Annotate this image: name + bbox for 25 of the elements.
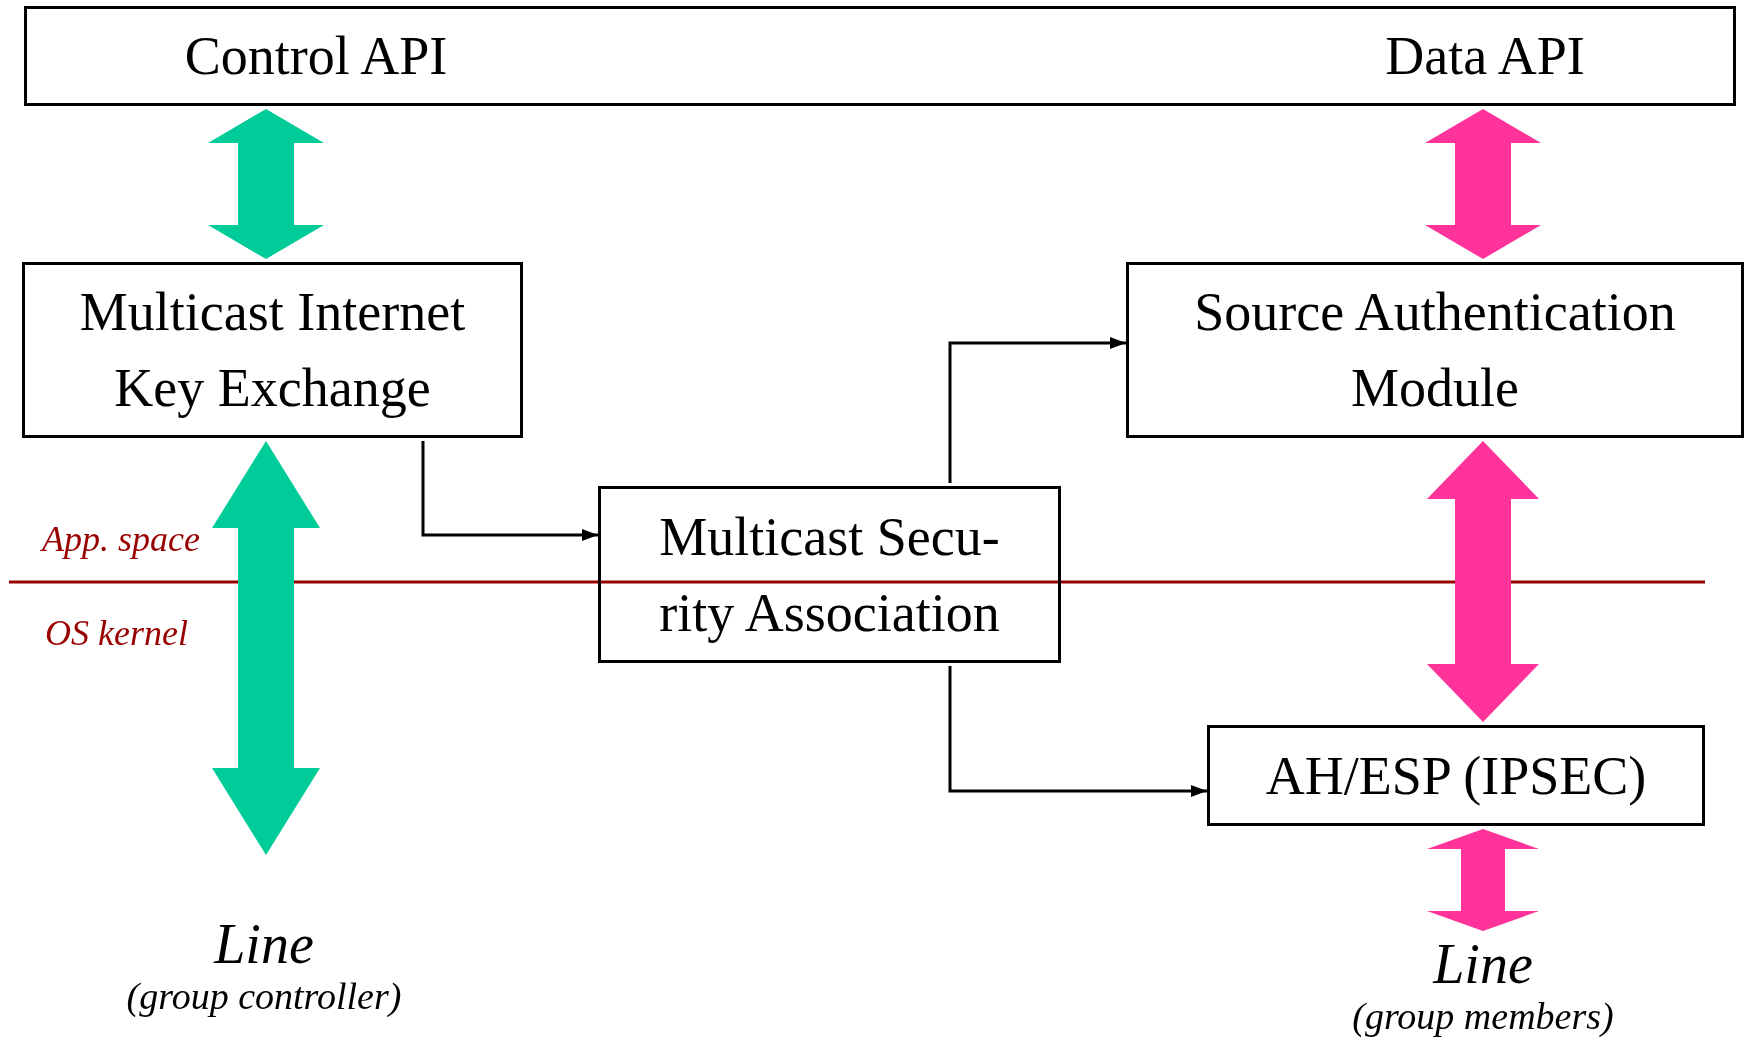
double-arrow (1427, 829, 1539, 931)
box-label: Multicast Internet Key Exchange (78, 281, 467, 420)
endpoint-label: Line (212, 914, 315, 974)
region-label: App. space (42, 518, 200, 560)
process-box (22, 262, 523, 438)
double-arrow (208, 109, 324, 259)
region-label: OS kernel (45, 612, 188, 654)
double-arrow (1425, 109, 1541, 259)
api-label: Data API (1385, 25, 1585, 87)
endpoint-note: (group controller) (125, 974, 403, 1018)
process-box (1207, 725, 1705, 826)
api-label: Control API (184, 25, 448, 87)
double-arrow (212, 441, 320, 855)
api-bar (24, 6, 1736, 106)
double-arrow (1427, 441, 1539, 722)
endpoint-label: Line (1431, 934, 1534, 994)
arrow (948, 666, 1207, 797)
arrow (421, 441, 598, 541)
process-box (598, 486, 1061, 663)
box-label: Source Authentication Module (1193, 281, 1677, 420)
endpoint-note: (group members) (1351, 994, 1615, 1038)
box-label: AH/ESP (IPSEC) (1265, 744, 1647, 808)
box-label: Multicast Secu-rity Association (658, 505, 1001, 645)
process-box (1126, 262, 1744, 438)
arrow (948, 337, 1126, 483)
